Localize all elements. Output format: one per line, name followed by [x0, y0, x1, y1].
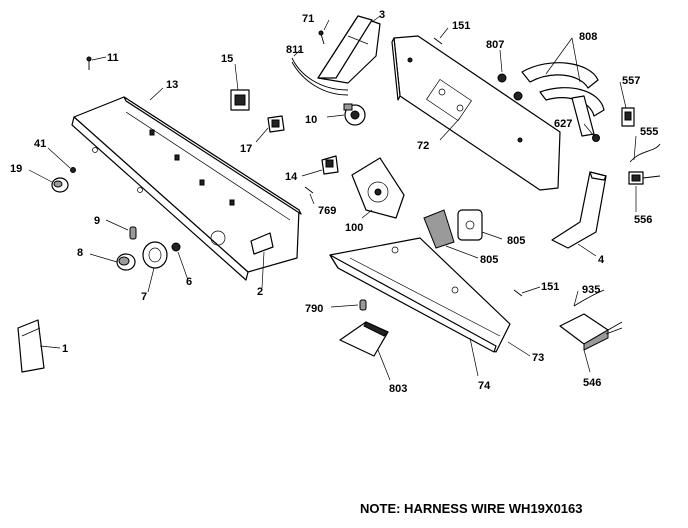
- part-790-screw: [359, 299, 367, 311]
- callout-14: 14: [285, 171, 298, 183]
- part-6-disc: [171, 242, 181, 252]
- part-14-switch: [321, 155, 339, 175]
- callout-811: 811: [286, 44, 304, 56]
- part-769-screw: [304, 186, 314, 194]
- callout-74: 74: [478, 380, 491, 392]
- callout-17: 17: [240, 143, 252, 155]
- part-803-cover: [339, 321, 389, 357]
- part-556-sensor: [628, 171, 661, 185]
- callout-3: 3: [379, 9, 385, 21]
- callout-805-upper: 805: [507, 235, 525, 247]
- callout-807: 807: [486, 39, 504, 51]
- part-1-card: [17, 319, 45, 373]
- part-3-bracket: [317, 15, 381, 84]
- part-71-screw: [318, 30, 325, 45]
- callout-805-lower: 805: [480, 254, 498, 266]
- callout-769: 769: [318, 205, 336, 217]
- callout-1: 1: [62, 343, 68, 355]
- callout-100: 100: [345, 222, 363, 234]
- callout-808: 808: [579, 31, 597, 43]
- callout-19: 19: [10, 163, 22, 175]
- callout-4: 4: [598, 254, 605, 266]
- callout-labels: 71 3 151 807 808 11 811 15 13 557 41 10 …: [10, 9, 658, 395]
- callout-13: 13: [166, 79, 178, 91]
- callout-151-top: 151: [452, 20, 470, 32]
- part-8-knob: [116, 253, 136, 271]
- leader-lines: [28, 15, 637, 381]
- callout-72: 72: [417, 140, 429, 152]
- part-2-bracket: [250, 232, 274, 255]
- callout-11: 11: [107, 52, 119, 64]
- part-72-panel: [391, 35, 561, 191]
- part-17-switch: [267, 115, 285, 133]
- part-805-switch: [423, 209, 483, 249]
- part-13-backsplash-panel: [71, 96, 302, 281]
- part-4-bracket: [551, 171, 607, 249]
- part-546-harness: [559, 313, 623, 351]
- part-811-hose: [291, 57, 349, 91]
- part-808-inlet-hoses: [521, 62, 605, 137]
- callout-73: 73: [532, 352, 544, 364]
- callout-15: 15: [221, 53, 233, 65]
- callout-556: 556: [634, 214, 652, 226]
- part-627-clip: [592, 134, 600, 142]
- harness-wire-note: NOTE: HARNESS WIRE WH19X0163: [360, 501, 583, 516]
- part-11-screw: [86, 56, 92, 70]
- callout-10: 10: [305, 114, 317, 126]
- part-19-knob: [51, 177, 69, 193]
- callout-557: 557: [622, 75, 640, 87]
- callout-7: 7: [141, 291, 147, 303]
- part-10-pressure-switch: [343, 103, 366, 126]
- part-557-valve: [621, 107, 635, 127]
- part-41-clip: [70, 167, 76, 173]
- callout-6: 6: [186, 276, 192, 288]
- callout-935: 935: [582, 284, 600, 296]
- part-807-nuts: [497, 73, 523, 101]
- part-935-wire: [573, 289, 605, 307]
- part-74-top-panel: [329, 237, 511, 353]
- callout-2: 2: [257, 286, 263, 298]
- callout-555: 555: [640, 126, 658, 138]
- callout-790: 790: [305, 303, 323, 315]
- callout-8: 8: [77, 247, 83, 259]
- callout-803: 803: [389, 383, 407, 395]
- part-7-dial: [142, 241, 168, 269]
- part-100-timer: [351, 157, 405, 219]
- callout-151-lower: 151: [541, 281, 559, 293]
- callout-546: 546: [583, 377, 601, 389]
- part-555-wire: [629, 143, 661, 163]
- callout-71: 71: [302, 13, 314, 25]
- part-9-spring: [129, 226, 137, 240]
- part-151-screw-lower: [513, 289, 523, 297]
- part-151-screw-top: [433, 37, 443, 45]
- callout-9: 9: [94, 215, 100, 227]
- part-15-switch: [230, 89, 250, 111]
- callout-41: 41: [34, 138, 46, 150]
- callout-627: 627: [554, 118, 572, 130]
